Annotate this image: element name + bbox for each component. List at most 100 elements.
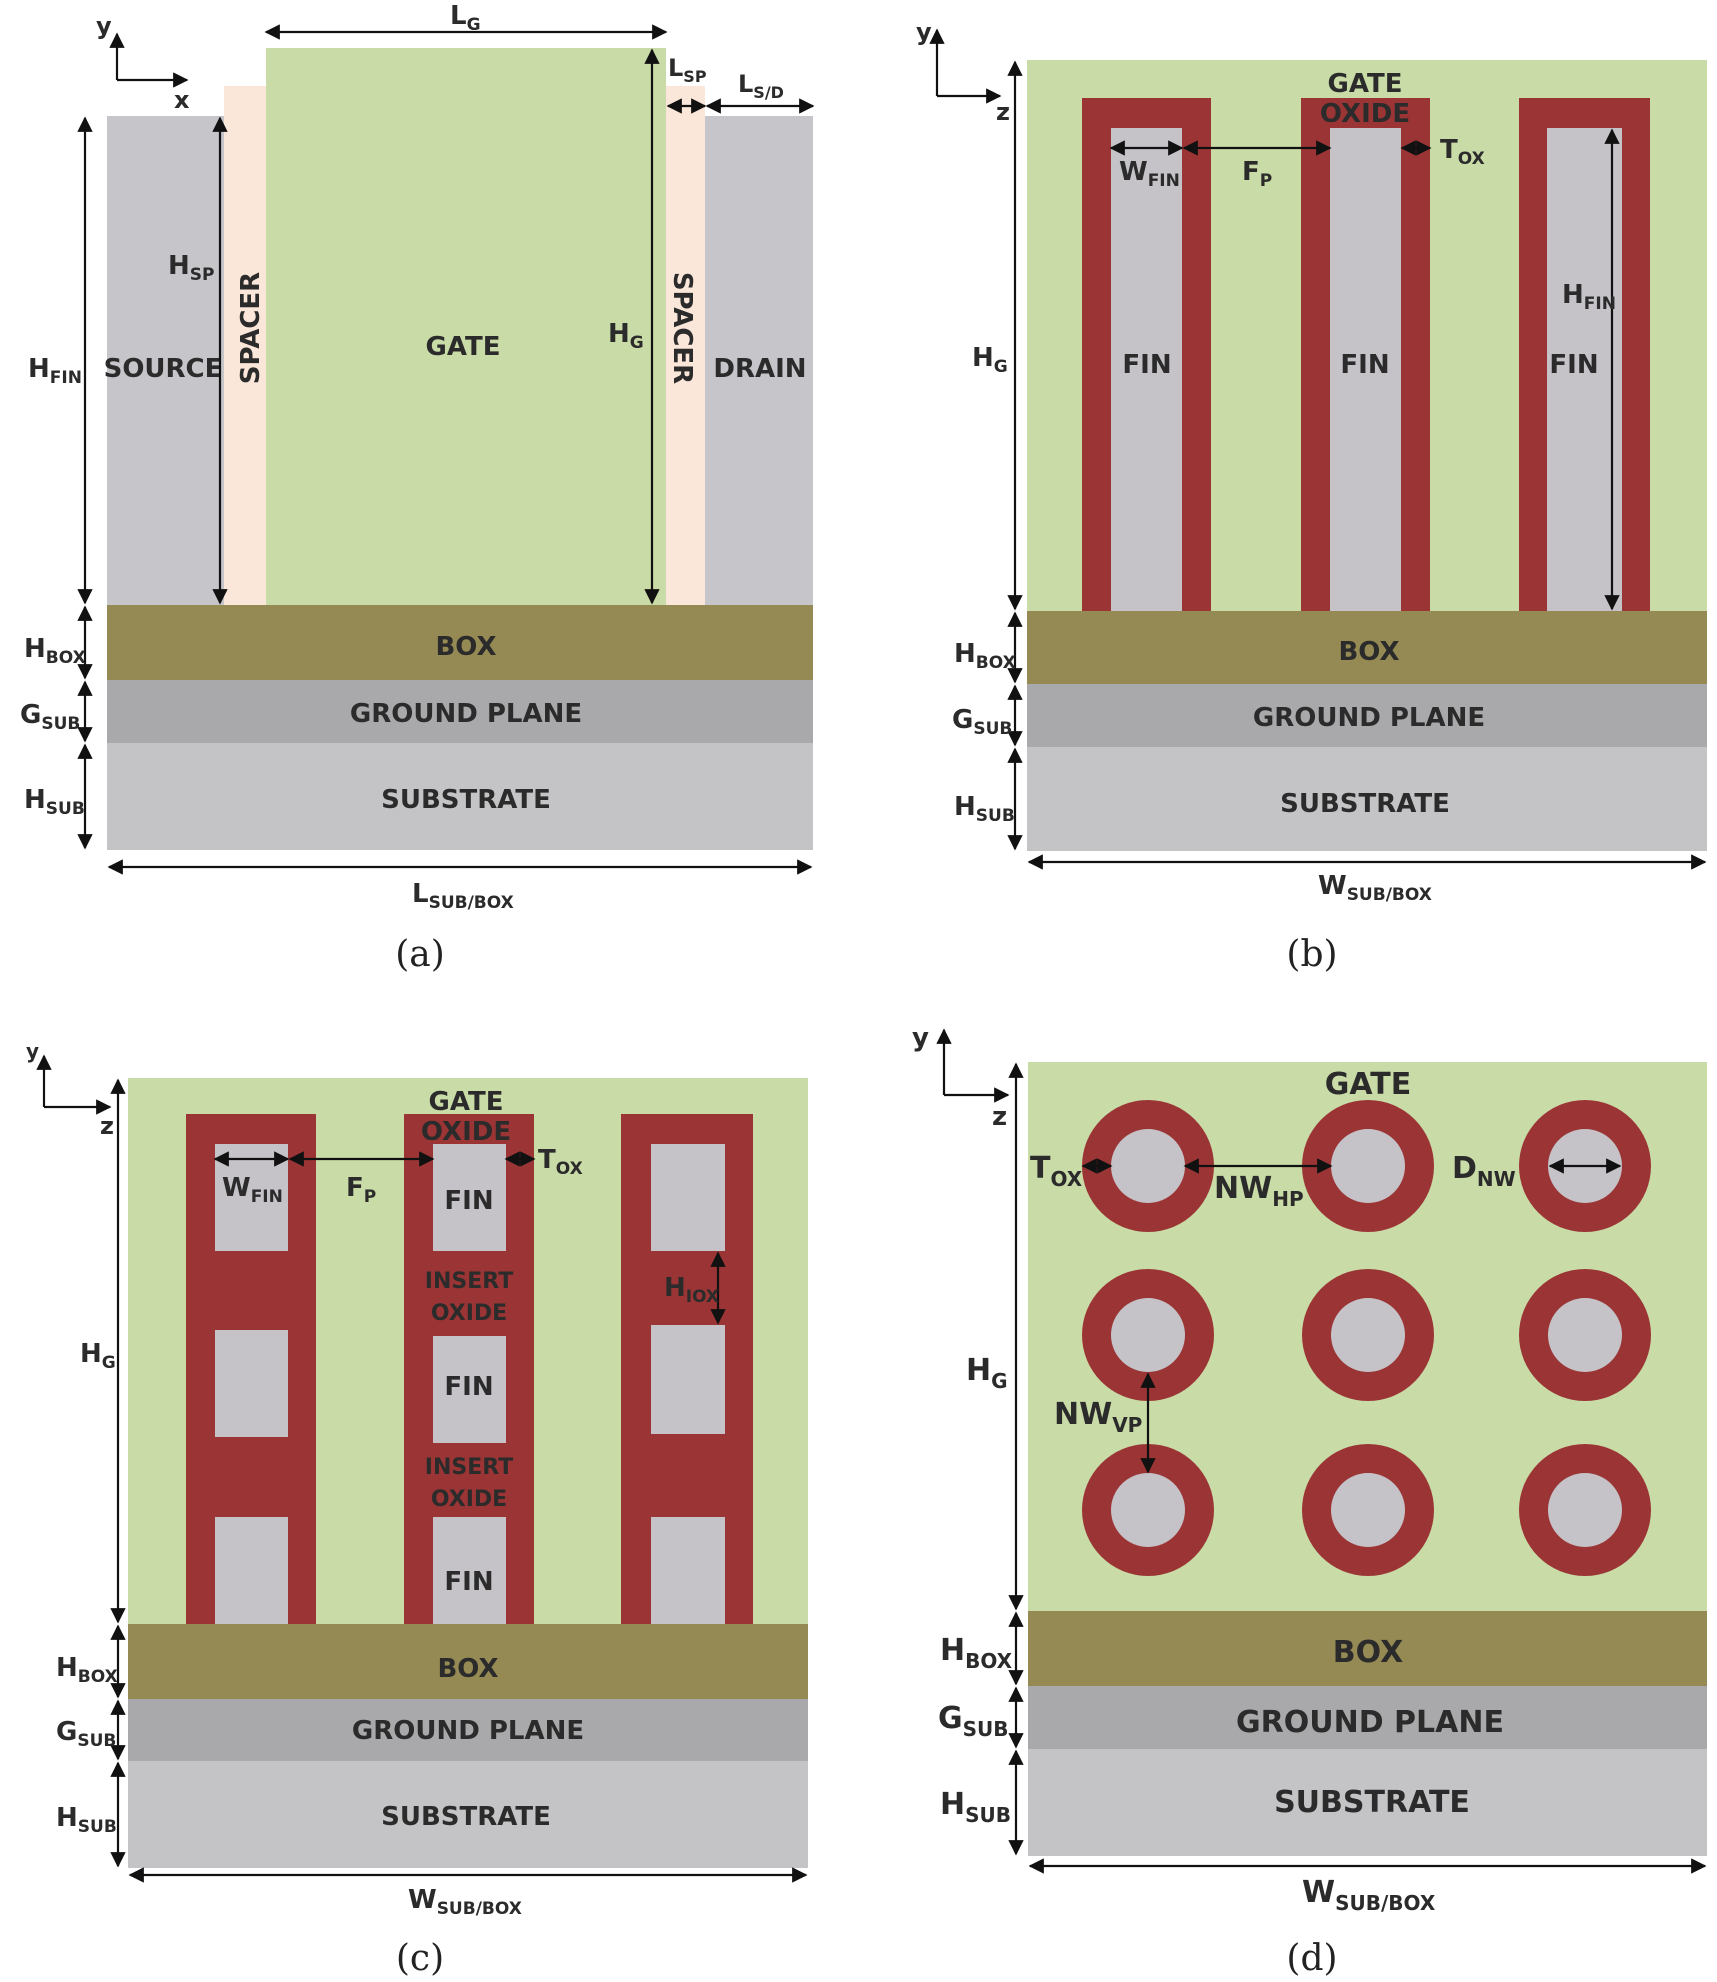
fin-segment xyxy=(215,1517,288,1624)
fin-label: FIN xyxy=(444,1186,493,1216)
gate-label: GATE xyxy=(1325,1067,1411,1102)
lsp-label: LSP xyxy=(668,54,707,86)
fin-label: FIN xyxy=(444,1567,493,1597)
tox-label: TOX xyxy=(538,1145,583,1179)
nanowire xyxy=(1302,1100,1434,1232)
lg-label: LG xyxy=(450,1,481,35)
hg-label: HG xyxy=(80,1339,116,1373)
nanowire xyxy=(1519,1444,1651,1576)
fp-label: FP xyxy=(1242,157,1272,191)
box-label: BOX xyxy=(1338,637,1399,667)
hbox-label: HBOX xyxy=(940,1633,1013,1673)
insert-oxide-label-line1: INSERT xyxy=(425,1269,513,1294)
wsubbox-label: WSUB/BOX xyxy=(1318,871,1432,905)
ground-plane-label: GROUND PLANE xyxy=(1253,703,1485,733)
axis-indicator: y x xyxy=(96,12,190,114)
hg-label: HG xyxy=(608,319,644,353)
caption-a: (a) xyxy=(395,934,445,975)
spacer-right xyxy=(666,86,705,605)
wfin-label: WFIN xyxy=(1119,157,1180,191)
nanowire xyxy=(1082,1100,1214,1232)
drain-region xyxy=(705,116,813,605)
fp-label: FP xyxy=(346,1173,376,1207)
box-layer xyxy=(107,605,813,680)
fin-segment xyxy=(433,1517,506,1624)
gate-oxide-label-line2: OXIDE xyxy=(1320,99,1410,129)
nwhp-label: NWHP xyxy=(1214,1171,1304,1211)
wsubbox-label: WSUB/BOX xyxy=(1302,1875,1436,1915)
spacer-right-label: SPACER xyxy=(667,272,697,384)
substrate-label: SUBSTRATE xyxy=(381,785,551,815)
fin-segment xyxy=(651,1517,725,1624)
gsub-label: GSUB xyxy=(938,1701,1009,1741)
substrate-layer xyxy=(1028,1749,1707,1856)
hg-label: HG xyxy=(972,343,1008,377)
ground-plane-label: GROUND PLANE xyxy=(1236,1705,1504,1740)
wfin-label: WFIN xyxy=(222,1173,283,1207)
gsub-label: GSUB xyxy=(56,1717,116,1751)
source-label: SOURCE xyxy=(104,354,223,384)
ground-plane-layer xyxy=(107,680,813,743)
hsub-label: HSUB xyxy=(940,1787,1011,1827)
box-label: BOX xyxy=(437,1654,498,1684)
spacer-left-label: SPACER xyxy=(236,272,266,384)
substrate-label: SUBSTRATE xyxy=(1274,1785,1470,1820)
ground-plane-layer xyxy=(1027,684,1707,747)
hsub-label: HSUB xyxy=(24,785,85,819)
panel-a: SOURCE DRAIN GATE SPACER SPACER BOX GROU… xyxy=(20,1,815,975)
ground-plane-label: GROUND PLANE xyxy=(352,1716,584,1746)
nanowire xyxy=(1302,1444,1434,1576)
fin-segment xyxy=(433,1336,506,1443)
substrate-label: SUBSTRATE xyxy=(1280,789,1450,819)
fin-label-1: FIN xyxy=(1122,350,1171,380)
fin-2 xyxy=(1330,128,1401,611)
lsubbox-label: LSUB/BOX xyxy=(412,879,514,913)
box-label: BOX xyxy=(435,632,496,662)
axis-y-label: y xyxy=(916,18,932,46)
panel-b: FIN FIN FIN GATE OXIDE BOX GROUND PLANE … xyxy=(916,18,1707,975)
axis-z-label: z xyxy=(992,1102,1007,1132)
axis-x-label: x xyxy=(174,86,190,114)
hsub-label: HSUB xyxy=(954,792,1015,826)
substrate-label: SUBSTRATE xyxy=(381,1802,551,1832)
box-layer xyxy=(128,1624,808,1699)
axis-y-label: y xyxy=(26,1039,39,1063)
box-layer xyxy=(1027,611,1707,684)
caption-c: (c) xyxy=(396,1938,444,1979)
axis-y-label: y xyxy=(96,12,112,40)
substrate-layer xyxy=(1027,747,1707,851)
gate-oxide-label-line2: OXIDE xyxy=(421,1117,511,1147)
fin-label-2: FIN xyxy=(1340,350,1389,380)
gsub-label: GSUB xyxy=(20,700,80,734)
axis-indicator: y z xyxy=(26,1039,114,1140)
caption-d: (d) xyxy=(1286,1938,1337,1979)
hfin-label: HFIN xyxy=(1562,280,1616,314)
hbox-label: HBOX xyxy=(24,634,86,668)
axis-y-label: y xyxy=(912,1023,929,1053)
lsd-label: LS/D xyxy=(738,70,784,102)
source-region xyxy=(107,116,224,605)
hg-label: HG xyxy=(966,1353,1008,1393)
insert-oxide-label-line2: OXIDE xyxy=(431,1487,507,1512)
tox-label: TOX xyxy=(1030,1151,1083,1191)
fin-label-3: FIN xyxy=(1549,350,1598,380)
ground-plane-layer xyxy=(1028,1686,1707,1749)
substrate-layer xyxy=(107,743,813,850)
axis-z-label: z xyxy=(100,1112,114,1140)
fin-label: FIN xyxy=(444,1372,493,1402)
spacer-left xyxy=(224,86,266,605)
dnw-label: DNW xyxy=(1452,1151,1516,1191)
hiox-label: HIOX xyxy=(664,1273,719,1307)
substrate-layer xyxy=(128,1761,808,1868)
insert-oxide-label-line1: INSERT xyxy=(425,1455,513,1480)
nanowire xyxy=(1519,1269,1651,1401)
ground-plane-label: GROUND PLANE xyxy=(350,699,582,729)
hfin-label: HFIN xyxy=(28,354,82,388)
hsub-label: HSUB xyxy=(56,1803,117,1837)
nanowire xyxy=(1082,1444,1214,1576)
hsp-label: HSP xyxy=(168,251,214,285)
panel-d: GATE BOX GROUND PLANE SUBSTRATE y z TOX … xyxy=(912,1023,1707,1979)
box-layer xyxy=(1028,1611,1707,1686)
fin-segment xyxy=(433,1144,506,1251)
